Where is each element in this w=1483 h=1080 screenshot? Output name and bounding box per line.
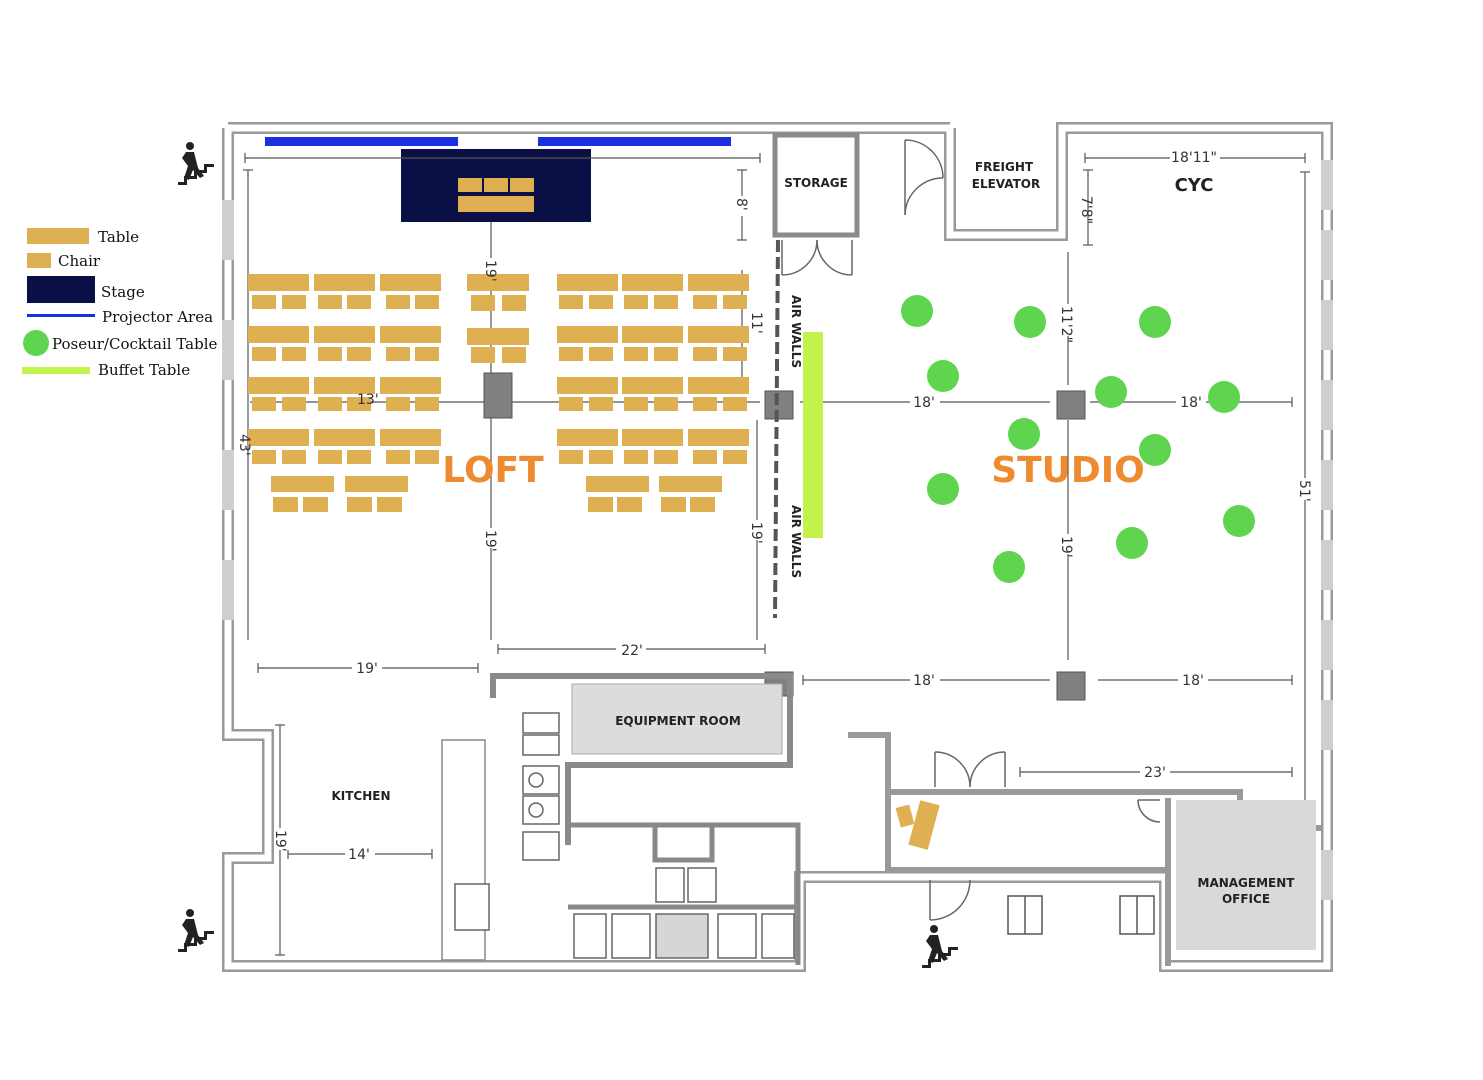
loft-seating-right (557, 274, 749, 512)
management-office (1176, 800, 1316, 950)
projector-area-right (538, 137, 731, 146)
air-walls-label-top: AIR WALLS (789, 295, 803, 368)
poseur-tables (901, 295, 1255, 583)
equipment-walls (490, 673, 793, 845)
dim-19-bottom: 19' (356, 661, 378, 677)
dim-13: 13' (357, 392, 379, 408)
equipment-room (571, 683, 783, 755)
stage-tables (458, 178, 534, 212)
legend-stage-swatch (27, 276, 95, 303)
dim-19-kitchen: 19' (272, 830, 288, 852)
dim-18-bl: 18' (913, 673, 935, 689)
legend: Table Chair Stage Projector Area Poseur/… (22, 228, 217, 379)
dim-7-8: 7'8" (1078, 196, 1094, 224)
legend-table-label: Table (98, 228, 139, 246)
kitchen-appliances (454, 712, 560, 931)
dim-11: 11' (748, 312, 764, 334)
legend-stage-label: Stage (101, 283, 145, 301)
dim-14: 14' (348, 847, 370, 863)
restroom-fixtures (573, 867, 795, 959)
dim-23: 23' (1144, 765, 1166, 781)
kitchen-label: KITCHEN (331, 789, 390, 803)
columns (483, 372, 1086, 701)
freight-label-2: ELEVATOR (972, 177, 1041, 191)
exit-stair-icon-top (178, 142, 214, 185)
equipment-label: EQUIPMENT ROOM (615, 714, 741, 728)
dimension-labels: 18'11" 7'8" 8' 19' 11' 11'2" 13' 18' 18'… (236, 147, 1314, 863)
storage-room (772, 132, 860, 238)
mgmt-label-1: MANAGEMENT (1198, 876, 1296, 890)
dim-43: 43' (236, 434, 252, 456)
exit-stair-icon-bottom-left (178, 909, 214, 952)
dim-51: 51' (1296, 480, 1312, 502)
mgmt-label-2: OFFICE (1222, 892, 1270, 906)
storage-label: STORAGE (784, 176, 848, 190)
dim-8: 8' (733, 198, 749, 211)
dim-19-right: 19' (748, 522, 764, 544)
projector-area-left (265, 137, 458, 146)
air-wall-line (773, 239, 780, 619)
legend-poseur-swatch (23, 330, 49, 356)
studio-label: STUDIO (991, 450, 1145, 491)
loft-label: LOFT (442, 450, 544, 491)
dim-18-br: 18' (1182, 673, 1204, 689)
restroom-walls (568, 822, 801, 965)
doors (781, 139, 1161, 921)
exit-stair-icon-bottom (922, 925, 958, 968)
dim-18-center: 18' (913, 395, 935, 411)
legend-chair-swatch (27, 253, 51, 268)
legend-table-swatch (27, 228, 89, 244)
dim-22: 22' (621, 643, 643, 659)
dim-19-top: 19' (482, 260, 498, 282)
legend-poseur-label: Poseur/Cocktail Table (52, 335, 217, 353)
legend-projector-swatch (27, 314, 95, 317)
legend-chair-label: Chair (58, 252, 101, 270)
loft-seating-left (248, 274, 529, 512)
legend-projector-label: Projector Area (102, 308, 213, 326)
office-desk (895, 800, 940, 850)
buffet-table (803, 332, 823, 538)
legend-buffet-label: Buffet Table (98, 361, 190, 379)
dim-19-mid: 19' (482, 530, 498, 552)
dim-19-studio: 19' (1058, 536, 1074, 558)
dim-18-11: 18'11" (1171, 150, 1217, 166)
dim-11-2: 11'2" (1058, 306, 1074, 343)
elevators (1007, 895, 1155, 935)
cyc-label: CYC (1175, 175, 1214, 196)
freight-label-1: FREIGHT (975, 160, 1034, 174)
dim-18-studio-r: 18' (1180, 395, 1202, 411)
air-walls-label-bottom: AIR WALLS (789, 505, 803, 578)
legend-buffet-swatch (22, 367, 90, 374)
